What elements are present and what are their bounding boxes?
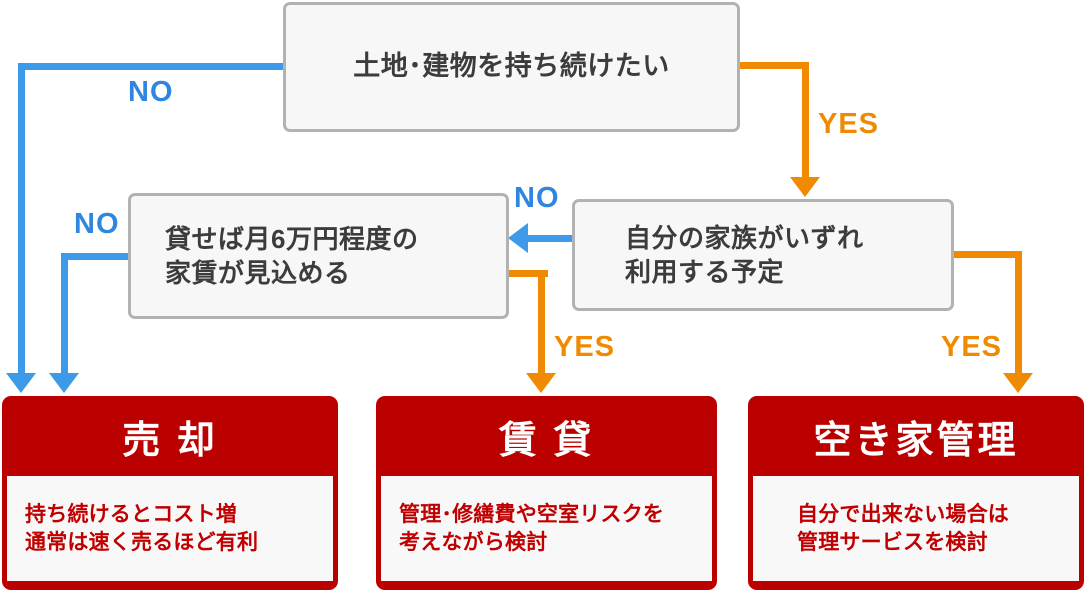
edge-keep-no-vertical [18, 63, 25, 373]
edge-rent-yes-vertical [538, 270, 545, 373]
edge-label-family-yes: YES [941, 331, 1003, 363]
question-box-rent[interactable]: 貸せば月6万円程度の 家賃が見込める [128, 193, 509, 319]
edge-rent-no-vertical [61, 253, 68, 373]
edge-keep-yes-vertical [802, 62, 809, 177]
edge-family-yes-horizontal [950, 251, 1022, 258]
edge-rent-yes-arrowhead [526, 373, 556, 393]
result-sell-heading: 売 却 [122, 419, 218, 462]
result-lease-body: 管理･修繕費や空室リスクを 考えながら検討 [381, 476, 712, 581]
edge-keep-yes-arrowhead [790, 177, 820, 197]
question-family-text: 自分の家族がいずれ 利用する予定 [625, 222, 864, 287]
edge-family-no-horizontal [528, 235, 576, 242]
result-box-lease[interactable]: 賃 貸 管理･修繕費や空室リスクを 考えながら検討 [376, 396, 717, 590]
edge-label-keep-no: NO [128, 76, 174, 108]
question-rent-text: 貸せば月6万円程度の 家賃が見込める [165, 223, 419, 288]
result-vacant-body: 自分で出来ない場合は 管理サービスを検討 [753, 476, 1079, 581]
result-box-sell[interactable]: 売 却 持ち続けるとコスト増 通常は速く売るほど有利 [2, 396, 338, 590]
edge-family-yes-arrowhead [1003, 373, 1033, 393]
edge-family-yes-vertical [1015, 251, 1022, 373]
result-sell-body: 持ち続けるとコスト増 通常は速く売るほど有利 [7, 476, 333, 581]
edge-label-rent-yes: YES [554, 331, 616, 363]
question-box-keep[interactable]: 土地･建物を持ち続けたい [283, 2, 740, 132]
edge-rent-yes-horizontal [508, 270, 548, 277]
edge-rent-no-arrowhead [49, 373, 79, 393]
edge-rent-no-horizontal [61, 253, 133, 260]
result-box-vacant[interactable]: 空き家管理 自分で出来ない場合は 管理サービスを検討 [748, 396, 1084, 590]
result-lease-heading: 賃 貸 [498, 419, 595, 462]
edge-label-rent-no: NO [74, 208, 120, 240]
question-keep-text: 土地･建物を持ち続けたい [353, 51, 670, 82]
edge-keep-no-horizontal [18, 63, 286, 70]
edge-label-keep-yes: YES [818, 108, 880, 140]
question-box-family[interactable]: 自分の家族がいずれ 利用する予定 [572, 199, 954, 311]
edge-keep-yes-horizontal [737, 62, 809, 69]
result-vacant-heading: 空き家管理 [813, 419, 1019, 462]
edge-family-no-arrowhead [508, 223, 528, 253]
edge-keep-no-arrowhead [6, 373, 36, 393]
edge-label-family-no: NO [514, 182, 560, 214]
